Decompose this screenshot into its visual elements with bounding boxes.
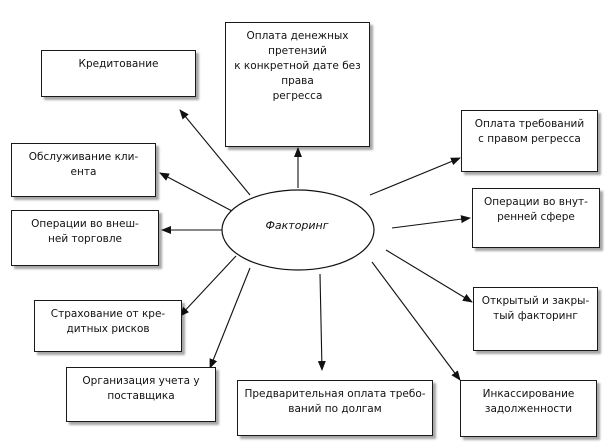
arrow-to-open-closed (385, 249, 473, 303)
node-prepay-label: Предварительная оплата требо- ваний по д… (244, 388, 426, 415)
node-crediting-label: Кредитование (78, 58, 159, 70)
node-top-nonrecourse: Оплата денежных претензий к конкретной д… (225, 22, 370, 147)
arrow-to-service (159, 172, 233, 212)
node-domestic: Операции во внут- ренней сфере (472, 188, 600, 248)
node-accounting-label: Организация учета у поставщика (82, 375, 200, 402)
center-label: Факторинг (265, 218, 329, 232)
node-service: Обслуживание кли- ента (11, 143, 156, 197)
node-insurance-label: Страхование от кре- дитных рисков (50, 308, 166, 335)
node-foreign-trade: Операции во внеш- ней торговле (11, 210, 159, 266)
node-top-label: Оплата денежных претензий к конкретной д… (234, 30, 361, 102)
node-recourse-label: Оплата требований с правом регресса (474, 118, 585, 145)
arrow-to-recourse (369, 157, 461, 196)
node-collection: Инкассирование задолженности (460, 380, 597, 437)
node-domestic-label: Операции во внут- ренней сфере (484, 196, 588, 223)
arrow-to-domestic (391, 215, 471, 229)
node-open-closed-label: Открытый и закры- тый факторинг (481, 295, 590, 322)
arrow-to-collection (371, 261, 461, 381)
node-recourse: Оплата требований с правом регресса (461, 110, 598, 172)
arrow-to-crediting (179, 109, 251, 196)
arrows (159, 109, 473, 381)
node-foreign-label: Операции во внеш- ней торговле (31, 218, 139, 245)
node-accounting: Организация учета у поставщика (66, 367, 216, 422)
node-insurance: Страхование от кре- дитных рисков (34, 300, 182, 352)
arrow-to-accounting (209, 267, 251, 369)
node-service-label: Обслуживание кли- ента (28, 151, 139, 178)
node-crediting: Кредитование (41, 50, 196, 97)
node-prepayment: Предварительная оплата требо- ваний по д… (237, 380, 433, 436)
node-collection-label: Инкассирование задолженности (482, 388, 575, 415)
node-open-closed: Открытый и закры- тый факторинг (473, 287, 598, 351)
center-ellipse (221, 189, 375, 271)
arrow-to-prepay (317, 273, 326, 371)
arrow-to-insurance (179, 255, 237, 317)
